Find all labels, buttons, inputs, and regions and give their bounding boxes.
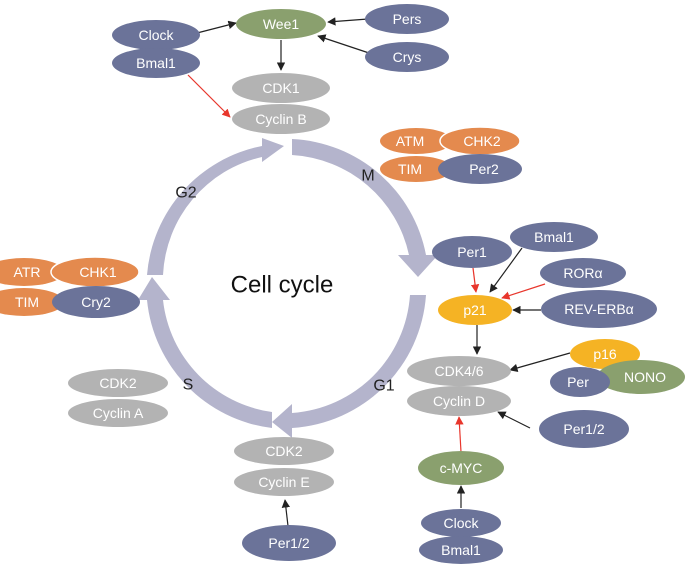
arrow-bmal1-to-cyclinb bbox=[187, 74, 231, 118]
svg-text:CDK2: CDK2 bbox=[265, 443, 303, 459]
node-cyclin-a: Cyclin A bbox=[68, 399, 168, 427]
svg-text:c-MYC: c-MYC bbox=[440, 460, 483, 476]
node-pers: Pers bbox=[365, 4, 449, 34]
svg-text:Clock: Clock bbox=[138, 27, 174, 43]
svg-text:CDK1: CDK1 bbox=[262, 80, 300, 96]
node-cdk1: CDK1 bbox=[232, 73, 330, 103]
node-nono: NONO bbox=[597, 360, 685, 394]
svg-text:RORα: RORα bbox=[563, 265, 602, 281]
node-cdk46: CDK4/6 bbox=[407, 356, 511, 386]
cycle-ring bbox=[138, 138, 438, 438]
svg-text:Bmal1: Bmal1 bbox=[441, 542, 481, 558]
svg-text:TIM: TIM bbox=[398, 161, 422, 177]
svg-text:Bmal1: Bmal1 bbox=[534, 229, 574, 245]
node-rev-erb-alpha: REV-ERBα bbox=[541, 290, 657, 328]
svg-text:Bmal1: Bmal1 bbox=[136, 55, 176, 71]
node-atr: ATR bbox=[0, 258, 64, 286]
phase-label-s: S bbox=[183, 377, 194, 394]
svg-text:CDK2: CDK2 bbox=[99, 375, 137, 391]
node-clock-bottom: Clock bbox=[421, 509, 501, 537]
node-cyclin-e: Cyclin E bbox=[234, 468, 334, 496]
node-per12-e: Per1/2 bbox=[242, 525, 336, 561]
arrow-roralpha-to-p21 bbox=[501, 283, 546, 300]
node-bmal1-p21: Bmal1 bbox=[510, 222, 598, 252]
arrow-crys-to-wee1 bbox=[317, 34, 370, 54]
arrow-bmal1-to-p21 bbox=[489, 247, 523, 293]
svg-text:TIM: TIM bbox=[15, 294, 39, 310]
node-bmal1-top: Bmal1 bbox=[112, 48, 200, 78]
phase-label-m: M bbox=[361, 168, 374, 185]
node-tim-m: TIM bbox=[380, 156, 452, 182]
svg-text:ATR: ATR bbox=[14, 264, 41, 280]
node-atm: ATM bbox=[380, 128, 452, 154]
node-p16: p16 bbox=[570, 339, 640, 369]
arrow-cmyc-to-cyclind bbox=[455, 416, 464, 453]
svg-text:Cyclin B: Cyclin B bbox=[255, 111, 306, 127]
svg-text:Cyclin A: Cyclin A bbox=[93, 405, 144, 421]
cycle-arrow-m bbox=[292, 139, 438, 277]
svg-text:Per2: Per2 bbox=[469, 161, 499, 177]
arrow-per12-to-cycline bbox=[281, 499, 291, 527]
node-ror-alpha: RORα bbox=[540, 258, 626, 288]
node-bmal1-bottom: Bmal1 bbox=[419, 536, 503, 564]
svg-text:Per1/2: Per1/2 bbox=[268, 535, 309, 551]
svg-text:NONO: NONO bbox=[624, 369, 666, 385]
svg-text:CHK1: CHK1 bbox=[79, 264, 117, 280]
svg-text:REV-ERBα: REV-ERBα bbox=[564, 301, 634, 317]
svg-text:Cyclin E: Cyclin E bbox=[258, 474, 309, 490]
svg-text:ATM: ATM bbox=[396, 133, 425, 149]
svg-text:p16: p16 bbox=[593, 346, 617, 362]
node-tim-g2: TIM bbox=[0, 288, 64, 316]
svg-text:Cry2: Cry2 bbox=[81, 294, 111, 310]
node-crys: Crys bbox=[365, 42, 449, 72]
arrow-per12-to-cyclind bbox=[497, 411, 531, 429]
node-per1: Per1 bbox=[432, 236, 512, 268]
svg-text:CHK2: CHK2 bbox=[463, 133, 501, 149]
svg-text:Per: Per bbox=[567, 374, 589, 390]
svg-text:Per1: Per1 bbox=[457, 244, 487, 260]
svg-text:Clock: Clock bbox=[443, 515, 479, 531]
phase-label-g2: G2 bbox=[175, 185, 196, 202]
node-chk2: CHK2 bbox=[439, 126, 521, 156]
arrow-p16-to-cdk46 bbox=[509, 352, 571, 372]
node-per2: Per2 bbox=[438, 154, 522, 184]
node-chk1: CHK1 bbox=[50, 256, 140, 288]
node-cdk2-a: CDK2 bbox=[68, 369, 168, 397]
arrow-pers-to-wee1 bbox=[327, 17, 369, 26]
node-p21: p21 bbox=[438, 295, 512, 325]
cycle-arrow-s bbox=[138, 277, 272, 428]
arrow-clock-to-wee1 bbox=[196, 20, 237, 34]
node-per12-d: Per1/2 bbox=[539, 410, 629, 448]
cycle-arrow-g1 bbox=[272, 295, 426, 438]
node-per: Per bbox=[550, 367, 610, 397]
node-c-myc: c-MYC bbox=[418, 451, 504, 485]
svg-text:Cyclin D: Cyclin D bbox=[433, 393, 485, 409]
node-clock-top: Clock bbox=[112, 20, 200, 50]
node-cyclin-d: Cyclin D bbox=[407, 386, 511, 416]
phase-label-g1: G1 bbox=[373, 378, 394, 395]
cycle-title: Cell cycle bbox=[231, 272, 334, 299]
cycle-arrow-g2 bbox=[147, 138, 284, 275]
svg-text:Pers: Pers bbox=[393, 11, 422, 27]
node-cyclin-b: Cyclin B bbox=[232, 104, 330, 134]
svg-text:Wee1: Wee1 bbox=[263, 16, 300, 32]
svg-text:Crys: Crys bbox=[393, 49, 422, 65]
node-wee1: Wee1 bbox=[236, 9, 326, 39]
node-cdk2-e: CDK2 bbox=[234, 437, 334, 465]
arrow-per1-to-p21 bbox=[470, 267, 480, 293]
svg-text:CDK4/6: CDK4/6 bbox=[434, 363, 483, 379]
svg-text:p21: p21 bbox=[463, 302, 487, 318]
node-cry2: Cry2 bbox=[52, 286, 140, 318]
arrows bbox=[187, 17, 571, 527]
svg-text:Per1/2: Per1/2 bbox=[563, 421, 604, 437]
